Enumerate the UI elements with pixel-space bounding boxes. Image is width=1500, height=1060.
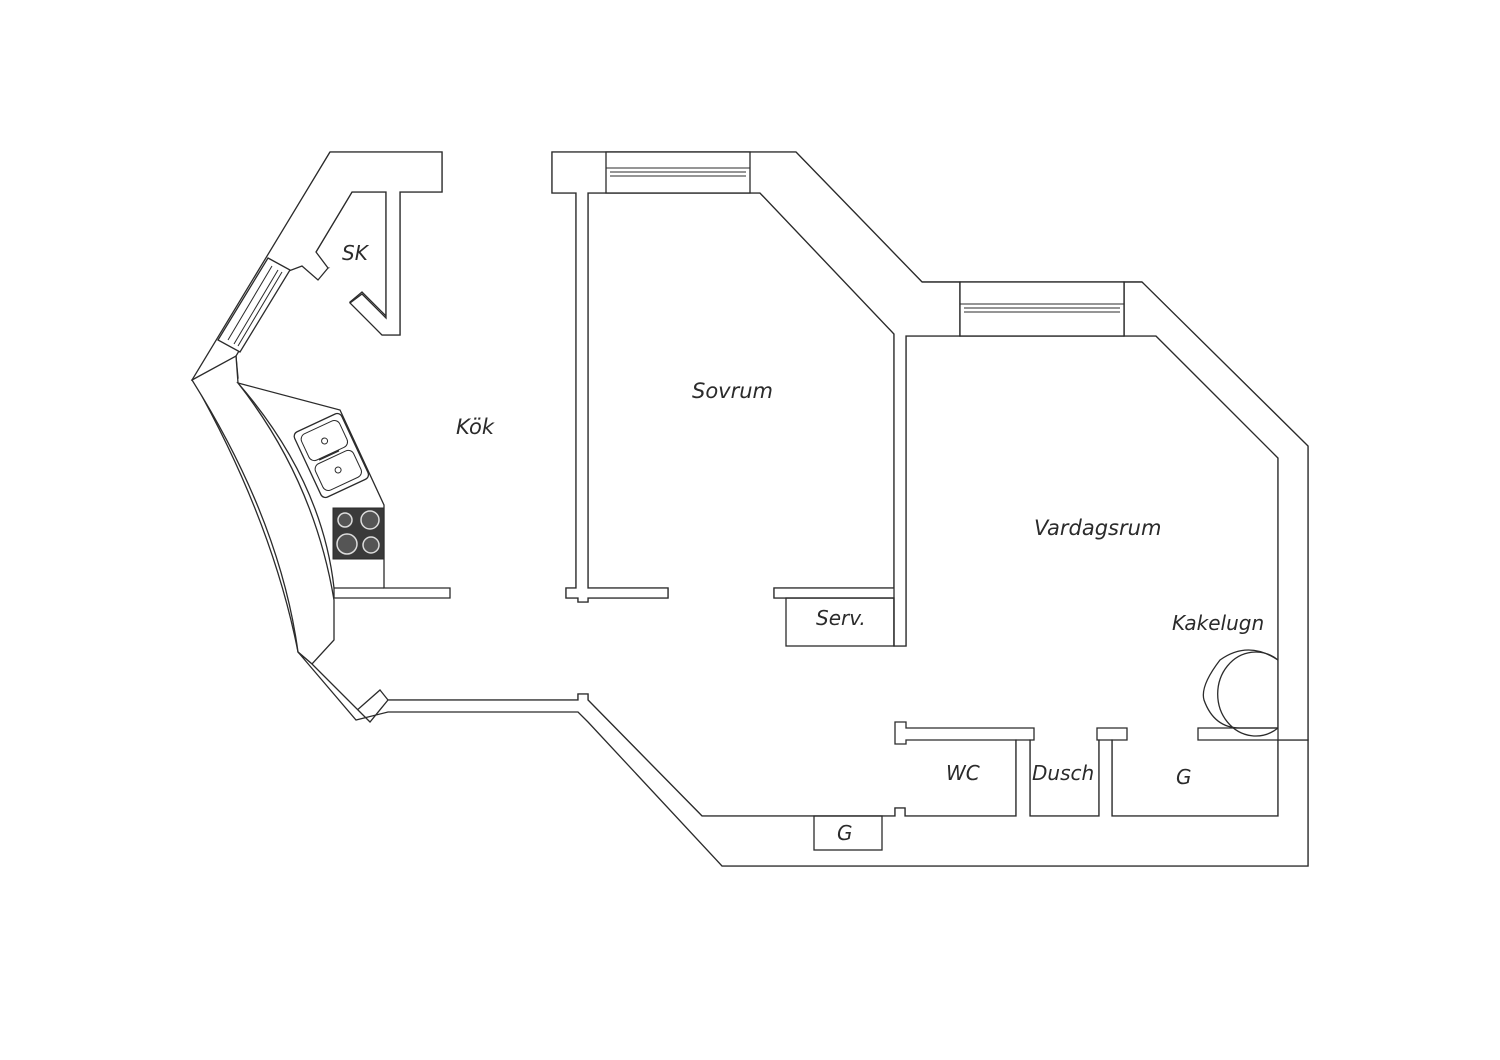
tiled-stove-icon	[1202, 649, 1279, 737]
room-label-wc: WC	[946, 761, 980, 785]
sink-icon	[293, 412, 370, 499]
room-label-g-right: G	[1176, 765, 1192, 789]
room-label-vardagsrum: Vardagsrum	[1034, 516, 1161, 540]
room-label-sk: SK	[342, 241, 370, 265]
room-label-sovrum: Sovrum	[692, 379, 773, 403]
room-label-kakelugn: Kakelugn	[1172, 611, 1264, 635]
window-icon	[959, 281, 1125, 337]
room-label-g-bottom: G	[837, 821, 853, 845]
stove-icon	[332, 507, 385, 560]
room-label-kok: Kök	[456, 415, 495, 439]
kitchen-counter	[236, 381, 451, 599]
windows	[217, 151, 1125, 353]
room-label-serv: Serv.	[816, 606, 866, 630]
wardrobe-bottom	[813, 815, 883, 851]
room-labels: SK Kök Sovrum Vardagsrum Serv. Kakelugn …	[342, 241, 1264, 845]
room-label-dusch: Dusch	[1032, 761, 1094, 785]
window-icon	[217, 257, 291, 353]
window-icon	[605, 151, 751, 194]
serv-cabinet	[785, 597, 895, 647]
